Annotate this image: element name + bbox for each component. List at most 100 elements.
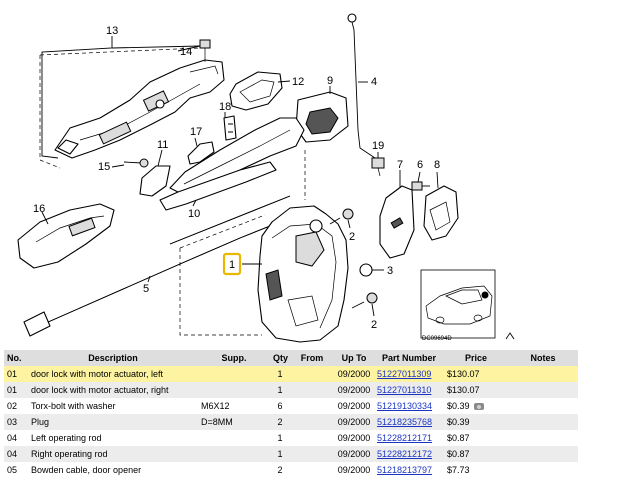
cell-part-number: 51228212171	[374, 430, 444, 446]
cell-qty-text: 1	[277, 369, 283, 379]
cell-no-text: 03	[7, 417, 18, 427]
part-number-link[interactable]: 51227011310	[377, 385, 432, 395]
cell-from	[290, 398, 334, 414]
callout-18: 18	[219, 101, 231, 113]
cell-up-to-text: 09/2000	[337, 369, 371, 379]
cell-price: $7.73	[444, 462, 508, 478]
up-arrow-icon[interactable]	[505, 332, 515, 340]
callout-19: 19	[372, 140, 384, 152]
callout-2-lower: 2	[371, 319, 377, 331]
col-header-description: Description	[28, 350, 198, 366]
cell-price: $130.07	[444, 382, 508, 398]
cell-description-text: Bowden cable, door opener	[31, 465, 142, 475]
cell-price-text: $0.87	[447, 433, 470, 443]
cell-no: 04	[4, 430, 28, 446]
cell-part-number: 51228212172	[374, 446, 444, 462]
cell-part-number: 51227011309	[374, 366, 444, 382]
col-header-no: No.	[4, 350, 28, 366]
seal-11	[139, 165, 171, 197]
cell-notes	[508, 430, 578, 446]
cell-qty-text: 2	[277, 465, 283, 475]
cell-notes	[508, 446, 578, 462]
callout-8: 8	[434, 159, 440, 171]
handle-carrier	[54, 59, 225, 159]
cell-part-number: 51218235768	[374, 414, 444, 430]
cell-up-to: 09/2000	[334, 398, 374, 414]
car-thumbnail: DC09694D	[420, 269, 496, 342]
cell-description: Torx-bolt with washer	[28, 398, 198, 414]
handle-cover	[229, 71, 283, 111]
torx-bolt-upper	[329, 208, 354, 225]
callout-3: 3	[387, 265, 393, 277]
cell-no: 03	[4, 414, 28, 430]
col-header-price: Price	[444, 350, 508, 366]
part-number-link[interactable]: 51227011309	[377, 369, 432, 379]
callout-1: 1	[229, 259, 235, 271]
cell-part-number: 51227011310	[374, 382, 444, 398]
cell-qty: 1	[270, 446, 290, 462]
callout-9: 9	[327, 75, 333, 87]
cell-qty: 1	[270, 382, 290, 398]
callout-1-highlight	[222, 252, 242, 276]
cell-qty-text: 1	[277, 449, 283, 459]
cell-description-text: door lock with motor actuator, left	[31, 369, 164, 379]
cell-from	[290, 446, 334, 462]
bolt-6	[411, 181, 430, 191]
part-number-link[interactable]: 51218235768	[377, 417, 433, 427]
cell-from	[290, 382, 334, 398]
col-header-qty: Qty	[270, 350, 290, 366]
cell-no-text: 05	[7, 465, 18, 475]
camera-icon[interactable]	[473, 403, 484, 410]
lock-cover	[17, 203, 115, 269]
callout-13: 13	[106, 25, 118, 37]
cell-description-text: Torx-bolt with washer	[31, 401, 116, 411]
cell-notes	[508, 462, 578, 478]
plate-7	[379, 185, 415, 259]
part-number-link[interactable]: 51219130334	[377, 401, 433, 411]
cell-up-to: 09/2000	[334, 430, 374, 446]
part-number-link[interactable]: 51228212172	[377, 449, 433, 459]
callout-5: 5	[143, 283, 149, 295]
cell-up-to: 09/2000	[334, 462, 374, 478]
cell-from	[290, 414, 334, 430]
gasket-17	[187, 141, 215, 165]
part-number-link[interactable]: 51228212171	[377, 433, 433, 443]
cell-description: Plug	[28, 414, 198, 430]
cell-supp	[198, 366, 270, 382]
screw-15	[123, 158, 149, 168]
callout-7: 7	[397, 159, 403, 171]
callout-2-upper: 2	[349, 231, 355, 243]
table-row[interactable]: 05 Bowden cable, door opener 2 09/2000 51218…	[4, 462, 578, 478]
cell-up-to-text: 09/2000	[337, 449, 371, 459]
cell-from	[290, 430, 334, 446]
plug-3	[359, 263, 373, 277]
cell-price-text: $130.07	[447, 385, 480, 395]
cell-no-text: 04	[7, 433, 18, 443]
cell-up-to: 09/2000	[334, 366, 374, 382]
part-number-link[interactable]: 51218213797	[377, 465, 433, 475]
cell-up-to-text: 09/2000	[337, 465, 371, 475]
col-header-notes: Notes	[508, 350, 578, 366]
cell-description: door lock with motor actuator, left	[28, 366, 198, 382]
cell-supp	[198, 382, 270, 398]
cell-no: 04	[4, 446, 28, 462]
parts-table: No. Description Supp. Qty From Up To Par…	[4, 350, 578, 478]
callout-14: 14	[180, 46, 192, 58]
callout-6: 6	[417, 159, 423, 171]
cell-description-text: Plug	[31, 417, 50, 427]
callout-10: 10	[188, 208, 200, 220]
cell-no-text: 02	[7, 401, 18, 411]
cell-description: Right operating rod	[28, 446, 198, 462]
cell-supp: M6X12	[198, 398, 270, 414]
callout-11: 11	[157, 139, 168, 151]
cell-price-text: $0.87	[447, 449, 470, 459]
cell-up-to: 09/2000	[334, 446, 374, 462]
cell-qty-text: 6	[277, 401, 283, 411]
